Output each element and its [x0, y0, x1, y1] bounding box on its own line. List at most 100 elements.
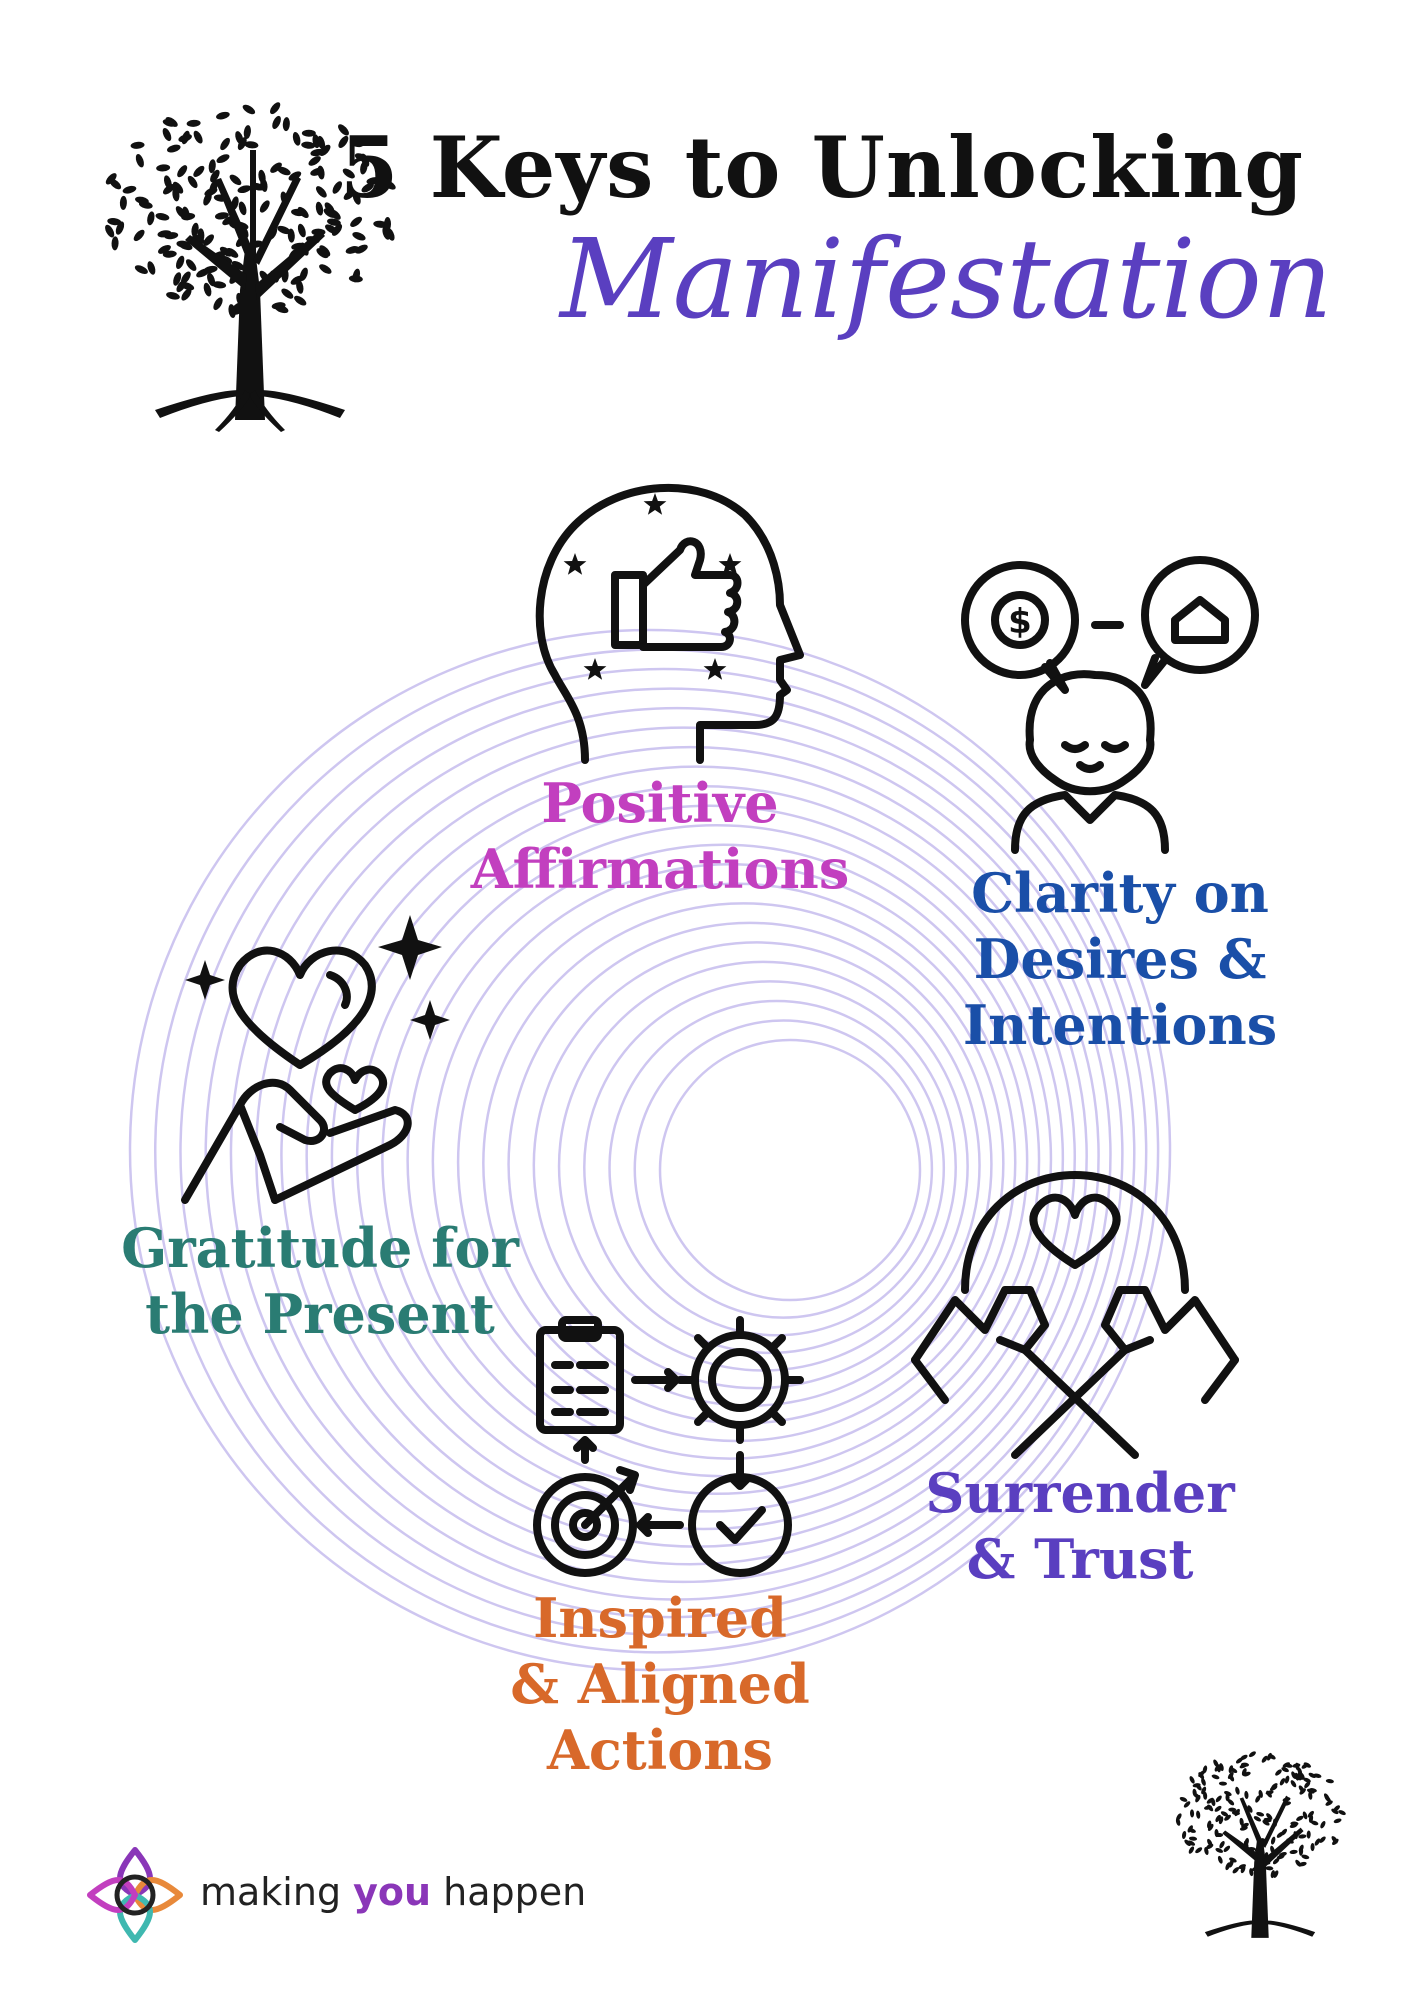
tree-leaf	[1273, 1870, 1279, 1878]
tree-leaf	[185, 259, 197, 271]
tree-leaf	[1319, 1836, 1326, 1843]
tree-leaf	[292, 131, 301, 146]
tree-leaf	[1304, 1781, 1311, 1789]
tree-leaf	[1255, 1795, 1261, 1803]
tree-leaf	[1279, 1778, 1286, 1786]
tree-leaf	[332, 181, 343, 194]
tree-leaf	[1289, 1849, 1298, 1855]
tree-leaf	[1310, 1820, 1319, 1826]
title-line2: Manifestation	[560, 215, 1333, 343]
process-cycle-icon	[533, 1316, 804, 1577]
spiral-ring	[229, 706, 1124, 1601]
tree-leaf	[1232, 1867, 1240, 1874]
tree-leaf	[105, 224, 115, 238]
tree-leaf	[297, 223, 306, 238]
tree-leaf	[1281, 1767, 1289, 1773]
tree-leaf	[1244, 1790, 1249, 1800]
tree-leaf	[1295, 1774, 1302, 1781]
tree-leaf	[181, 288, 192, 301]
key-label-line: the Present	[145, 1282, 495, 1346]
tree-leaf	[1227, 1799, 1235, 1806]
tree-leaf	[216, 154, 230, 164]
tree-leaf	[1235, 1757, 1243, 1764]
spiral-ring	[280, 745, 1100, 1566]
tree-leaf	[182, 206, 190, 221]
tree-leaf	[1256, 1811, 1265, 1817]
tree-leaf	[1325, 1800, 1333, 1806]
tree-leaf	[354, 244, 368, 254]
key-label-line: Affirmations	[470, 837, 850, 901]
tree-leaf	[1265, 1866, 1274, 1871]
tree-leaf	[1261, 1755, 1268, 1763]
tree-leaf	[244, 141, 259, 149]
spiral-ring	[330, 784, 1077, 1531]
tree-leaf	[1192, 1783, 1201, 1788]
tree-leaf	[308, 156, 321, 166]
tree-leaf	[1183, 1801, 1191, 1808]
tree-leaf	[166, 292, 180, 300]
tree-leaf	[187, 175, 198, 189]
tree-leaf	[1196, 1810, 1201, 1819]
person-thinking-icon: $	[961, 556, 1259, 854]
tree-leaf	[338, 124, 349, 136]
tree-leaf	[133, 229, 145, 242]
tree-leaf	[1217, 1855, 1223, 1864]
tree-leaf	[180, 282, 195, 291]
tree-leaf	[1301, 1763, 1309, 1769]
tree-leaf	[281, 288, 294, 299]
key-label-line: Gratitude for	[121, 1216, 519, 1280]
tree-leaf	[1290, 1821, 1299, 1826]
tree-leaf	[1268, 1754, 1276, 1760]
spiral-ring	[608, 999, 946, 1337]
tree-leaf	[315, 186, 327, 198]
tree-leaf	[1275, 1769, 1282, 1776]
tree-leaf	[1195, 1847, 1203, 1854]
tree-leaf	[1314, 1838, 1321, 1846]
tree-leaf	[1308, 1788, 1317, 1793]
tree-logo-small-icon	[1175, 1751, 1346, 1938]
star-icon	[583, 658, 607, 680]
tree-leaf	[1290, 1780, 1297, 1788]
tree-leaf	[1338, 1810, 1346, 1816]
tree-leaf	[134, 265, 148, 274]
tree-leaf	[315, 201, 324, 216]
tree-leaf	[135, 196, 149, 205]
tree-leaf	[1224, 1791, 1232, 1796]
tree-leaf	[107, 218, 122, 226]
tree-leaf	[122, 185, 137, 194]
tree-leaf	[111, 236, 119, 251]
tree-leaf	[1214, 1828, 1219, 1838]
tree-leaf	[1244, 1837, 1249, 1846]
key-surrender-trust: Surrender & Trust	[880, 1460, 1280, 1592]
tree-leaf	[1228, 1774, 1235, 1782]
tree-leaf	[1214, 1805, 1222, 1812]
tree-leaf	[1238, 1864, 1246, 1870]
tree-leaf	[1276, 1831, 1284, 1838]
tree-leaf	[1291, 1771, 1297, 1779]
tree-leaf	[1301, 1854, 1310, 1860]
tree-leaf	[1298, 1844, 1304, 1853]
svg-text:$: $	[1008, 602, 1032, 642]
tree-leaf	[237, 185, 252, 194]
tree-leaf	[162, 184, 175, 195]
tree-leaf	[352, 232, 366, 241]
tree-leaf	[1184, 1839, 1191, 1847]
tree-leaf	[1228, 1807, 1237, 1812]
tree-leaf	[1297, 1772, 1304, 1780]
tree-leaf	[1214, 1764, 1221, 1772]
tree-leaf	[291, 208, 305, 217]
spiral-ring	[431, 863, 1029, 1460]
key-label-line: Intentions	[962, 993, 1278, 1057]
tree-leaf	[105, 173, 117, 185]
tree-leaf	[272, 115, 281, 129]
tree-leaf	[1284, 1763, 1293, 1768]
tree-leaf	[1284, 1775, 1290, 1784]
tree-leaf	[361, 182, 374, 193]
tree-leaf	[1333, 1818, 1342, 1824]
spiral-ring	[532, 941, 981, 1390]
tree-leaf	[1269, 1785, 1278, 1791]
tree-leaf	[1262, 1820, 1270, 1826]
tree-leaf	[1323, 1793, 1330, 1801]
tree-leaf	[282, 117, 290, 132]
tree-leaf	[155, 213, 170, 221]
